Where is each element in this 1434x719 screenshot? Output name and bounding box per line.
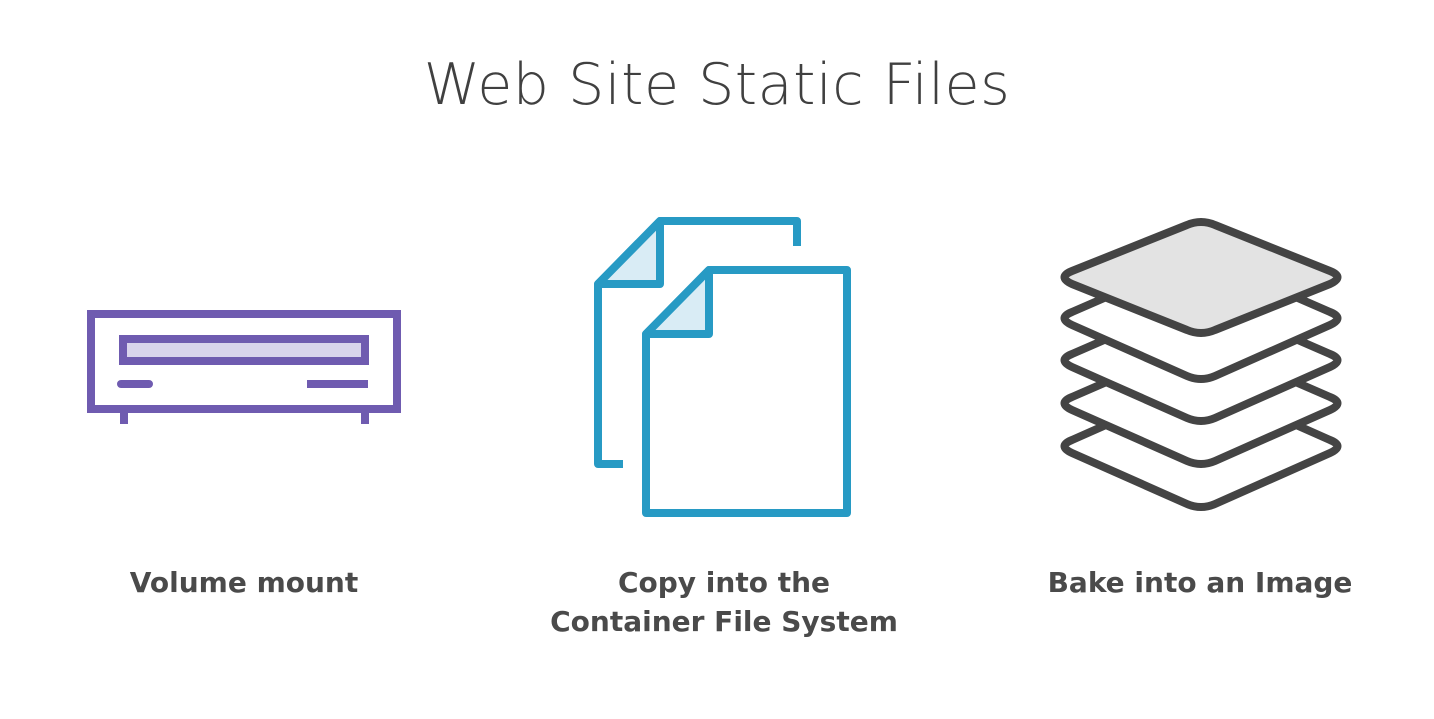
label-line: Container File System (550, 605, 898, 638)
documents-icon (594, 217, 851, 517)
label-line: Volume mount (129, 566, 359, 599)
label-line: Copy into the (617, 566, 831, 599)
page-title: Web Site Static Files (423, 52, 1011, 118)
back-document-fold (594, 217, 664, 288)
drive-body (87, 310, 401, 413)
drive-icon (87, 310, 401, 424)
layers-icon (1060, 218, 1342, 511)
option-label-copy-into-container: Copy into the Container File System (514, 563, 934, 641)
front-document-fold (642, 266, 713, 338)
option-label-volume-mount: Volume mount (34, 563, 454, 602)
drive-slot (119, 335, 369, 365)
layer-1-top (1060, 218, 1342, 337)
option-label-bake-into-image: Bake into an Image (990, 563, 1410, 602)
label-line: Bake into an Image (1047, 566, 1353, 599)
